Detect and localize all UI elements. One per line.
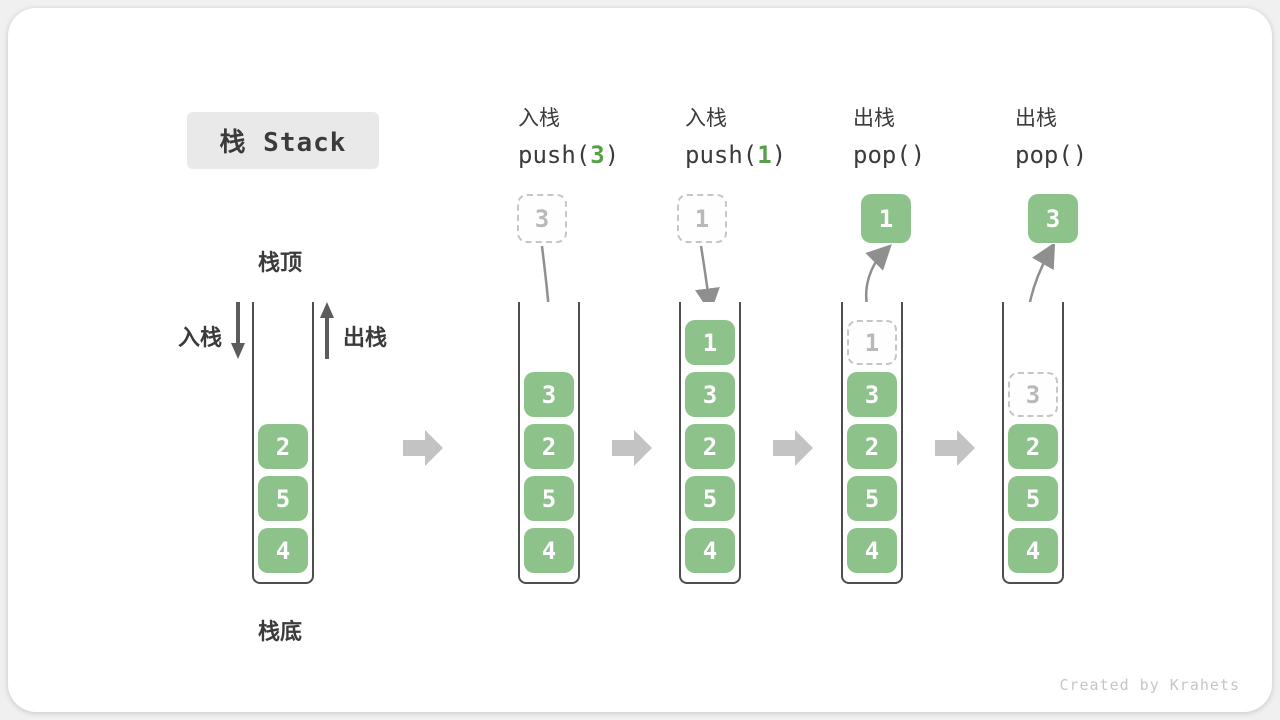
diagram-title: 栈 Stack xyxy=(187,112,379,169)
stack-cell: 5 xyxy=(258,476,308,521)
label-pop: 出栈 xyxy=(343,325,388,350)
stage-op-label: 出栈 xyxy=(1015,107,1057,130)
watermark: Created by Krahets xyxy=(1059,676,1240,694)
stack-cell-ghost: 3 xyxy=(1008,372,1058,417)
pop-up-arrow-icon xyxy=(320,302,334,359)
stack-cell: 5 xyxy=(524,476,574,521)
stage-op-code: pop() xyxy=(853,141,926,169)
stage-op-code: pop() xyxy=(1015,141,1088,169)
stack-cell: 3 xyxy=(685,372,735,417)
stack-cell: 4 xyxy=(524,528,574,573)
stage-op-label: 入栈 xyxy=(685,107,727,130)
stack-cell: 2 xyxy=(258,424,308,469)
stack-cell: 5 xyxy=(847,476,897,521)
stack-cell: 5 xyxy=(685,476,735,521)
stack-cell-ghost: 1 xyxy=(847,320,897,365)
stack-cell: 1 xyxy=(685,320,735,365)
stage-header-push-3: 入栈 push(3) xyxy=(518,106,619,169)
stack-cell: 2 xyxy=(1008,424,1058,469)
stack-cell: 2 xyxy=(524,424,574,469)
stack-cell: 2 xyxy=(847,424,897,469)
push-down-arrow-icon xyxy=(231,302,245,359)
stack-cell: 4 xyxy=(1008,528,1058,573)
stage-op-label: 入栈 xyxy=(518,107,560,130)
floating-cell-push-1: 1 xyxy=(677,194,727,243)
stack-cell: 3 xyxy=(847,372,897,417)
label-stack-top: 栈顶 xyxy=(258,250,303,275)
flow-arrow-icon xyxy=(935,430,975,466)
floating-cell-pop-1: 1 xyxy=(861,194,911,243)
floating-cell-push-3: 3 xyxy=(517,194,567,243)
stage-op-code: push(1) xyxy=(685,141,787,169)
label-stack-bottom: 栈底 xyxy=(258,619,303,644)
stage-op-code: push(3) xyxy=(518,141,620,169)
stage-header-pop-1: 出栈 pop() xyxy=(853,106,925,169)
floating-cell-pop-3: 3 xyxy=(1028,194,1078,243)
stage-header-pop-3: 出栈 pop() xyxy=(1015,106,1087,169)
flow-arrow-icon xyxy=(403,430,443,466)
stage-header-push-1: 入栈 push(1) xyxy=(685,106,786,169)
stack-cell: 4 xyxy=(685,528,735,573)
stack-cell: 4 xyxy=(847,528,897,573)
stage-op-label: 出栈 xyxy=(853,107,895,130)
diagram-title-text: 栈 Stack xyxy=(219,128,347,158)
flow-arrow-icon xyxy=(773,430,813,466)
stack-cell: 2 xyxy=(685,424,735,469)
push-curve-arrow-icon xyxy=(695,245,720,314)
label-push: 入栈 xyxy=(178,325,223,350)
stack-cell: 5 xyxy=(1008,476,1058,521)
stack-cell: 4 xyxy=(258,528,308,573)
stack-cell: 3 xyxy=(524,372,574,417)
flow-arrow-icon xyxy=(612,430,652,466)
